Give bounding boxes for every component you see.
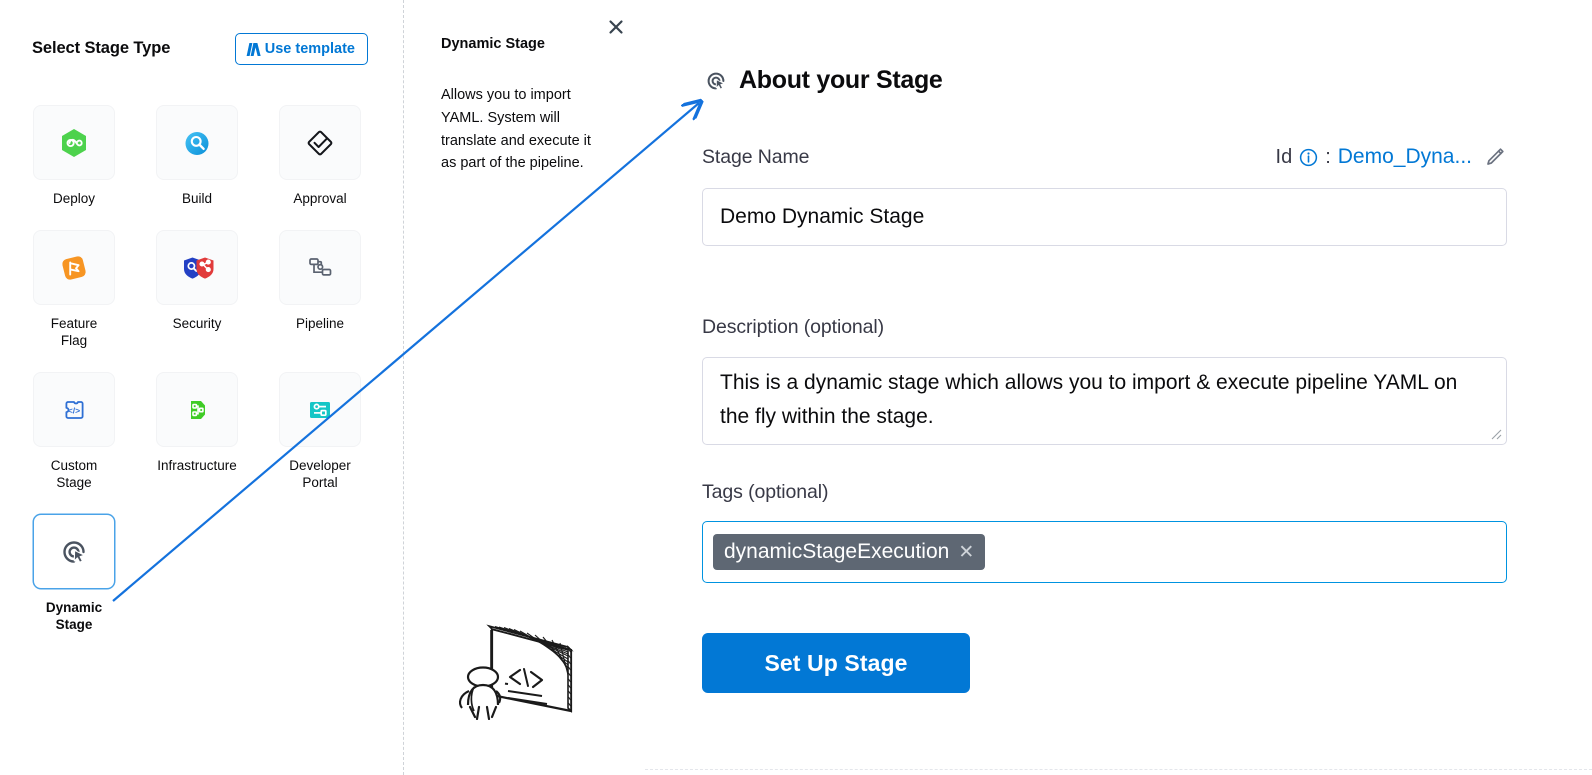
stage-tile-dynamic-stage[interactable] <box>33 514 115 589</box>
stage-label-build: Build <box>181 191 213 206</box>
stage-label-feature-flag: Feature Flag <box>51 315 98 349</box>
stage-label-custom-stage-text: Custom Stage <box>50 458 98 490</box>
stage-id-value[interactable]: Demo_Dyna... <box>1337 145 1472 168</box>
person-presenting-code-board-illustration <box>448 615 588 721</box>
use-template-button[interactable]: Use template <box>235 33 368 65</box>
stage-label-approval: Approval <box>293 191 347 206</box>
set-up-stage-button[interactable]: Set Up Stage <box>702 633 970 693</box>
stage-label-pipeline: Pipeline <box>295 316 345 331</box>
tag-chip-label: dynamicStageExecution <box>724 540 950 563</box>
info-circle-icon[interactable] <box>1299 148 1318 167</box>
stage-type-grid: Deploy Build <box>32 105 372 633</box>
developer-portal-icon <box>310 401 330 418</box>
select-stage-type-panel: Select Stage Type Use template Deploy <box>0 0 403 775</box>
security-shields-icon <box>184 257 214 279</box>
deploy-hexagon-icon <box>62 128 86 157</box>
tag-remove-icon[interactable]: ✕ <box>958 541 975 563</box>
stage-tile-custom-stage[interactable]: </> <box>33 372 115 447</box>
stage-tile-approval[interactable] <box>279 105 361 180</box>
stage-tile-feature-flag[interactable] <box>33 230 115 305</box>
pencil-edit-icon[interactable] <box>1483 145 1507 169</box>
stage-label-security: Security <box>172 316 222 331</box>
infrastructure-icon <box>191 400 205 419</box>
tags-input[interactable]: dynamicStageExecution ✕ <box>702 521 1507 583</box>
stage-label-deploy: Deploy <box>52 191 96 206</box>
page-title: Select Stage Type <box>32 39 171 57</box>
build-magnifier-icon <box>185 131 209 155</box>
svg-text:</>: </> <box>68 405 80 415</box>
about-heading-row: About your Stage <box>702 66 943 95</box>
template-bars-icon <box>246 42 261 56</box>
dynamic-stage-target-icon <box>707 72 725 89</box>
description-label: Description (optional) <box>702 316 885 338</box>
dynamic-stage-target-icon <box>63 540 85 563</box>
bottom-divider <box>645 769 1592 771</box>
stage-card-deploy[interactable]: Deploy <box>32 105 116 207</box>
stage-name-row: Stage Name Id : Demo_Dyna... <box>702 145 1507 169</box>
approval-check-diamond-icon <box>307 130 333 155</box>
stage-tile-infrastructure[interactable] <box>156 372 238 447</box>
tags-label: Tags (optional) <box>702 481 829 503</box>
stage-label-developer-portal: Developer Portal <box>289 457 351 491</box>
about-your-stage-panel: About your Stage Stage Name Id : Demo_Dy… <box>640 0 1592 775</box>
feature-flag-icon <box>62 255 86 280</box>
custom-stage-code-icon: </> <box>65 400 84 419</box>
stage-label-feature-flag-text: Feature Flag <box>50 316 98 348</box>
stage-tile-deploy[interactable] <box>33 105 115 180</box>
stage-tile-developer-portal[interactable] <box>279 372 361 447</box>
stage-info-title: Dynamic Stage <box>441 36 545 52</box>
stage-label-dynamic-stage: Dynamic Stage <box>46 599 102 633</box>
id-label: Id <box>1275 145 1293 168</box>
close-icon[interactable] <box>604 15 628 39</box>
stage-card-pipeline[interactable]: Pipeline <box>278 230 362 349</box>
stage-id-group[interactable]: Id : Demo_Dyna... <box>1276 145 1507 169</box>
stage-card-dynamic-stage[interactable]: Dynamic Stage <box>32 514 116 633</box>
stage-card-approval[interactable]: Approval <box>278 105 362 207</box>
id-separator: : <box>1325 145 1331 168</box>
tag-chip[interactable]: dynamicStageExecution ✕ <box>713 534 986 570</box>
stage-label-dynamic-stage-text: Dynamic Stage <box>45 600 103 632</box>
stage-card-build[interactable]: Build <box>155 105 239 207</box>
stage-card-security[interactable]: Security <box>155 230 239 349</box>
stage-card-developer-portal[interactable]: Developer Portal <box>278 372 362 491</box>
use-template-label: Use template <box>264 41 355 57</box>
left-panel-header: Select Stage Type Use template <box>32 33 372 67</box>
stage-tile-security[interactable] <box>156 230 238 305</box>
stage-card-feature-flag[interactable]: Feature Flag <box>32 230 116 349</box>
stage-label-custom-stage: Custom Stage <box>51 457 98 491</box>
stage-name-label: Stage Name <box>702 145 810 168</box>
stage-tile-pipeline[interactable] <box>279 230 361 305</box>
stage-name-input[interactable] <box>702 188 1507 246</box>
stage-label-developer-portal-text: Developer Portal <box>289 458 351 490</box>
close-icon-glyph <box>609 20 623 34</box>
pipeline-nodes-icon <box>309 257 332 276</box>
stage-info-description: Allows you to import YAML. System will t… <box>441 87 591 172</box>
about-heading-text: About your Stage <box>739 66 943 94</box>
stage-label-infrastructure: Infrastructure <box>157 458 237 473</box>
stage-card-custom-stage[interactable]: </> Custom Stage <box>32 372 116 491</box>
stage-card-infrastructure[interactable]: Infrastructure <box>155 372 239 491</box>
stage-tile-build[interactable] <box>156 105 238 180</box>
description-textarea[interactable]: This is a dynamic stage which allows you… <box>702 357 1507 445</box>
